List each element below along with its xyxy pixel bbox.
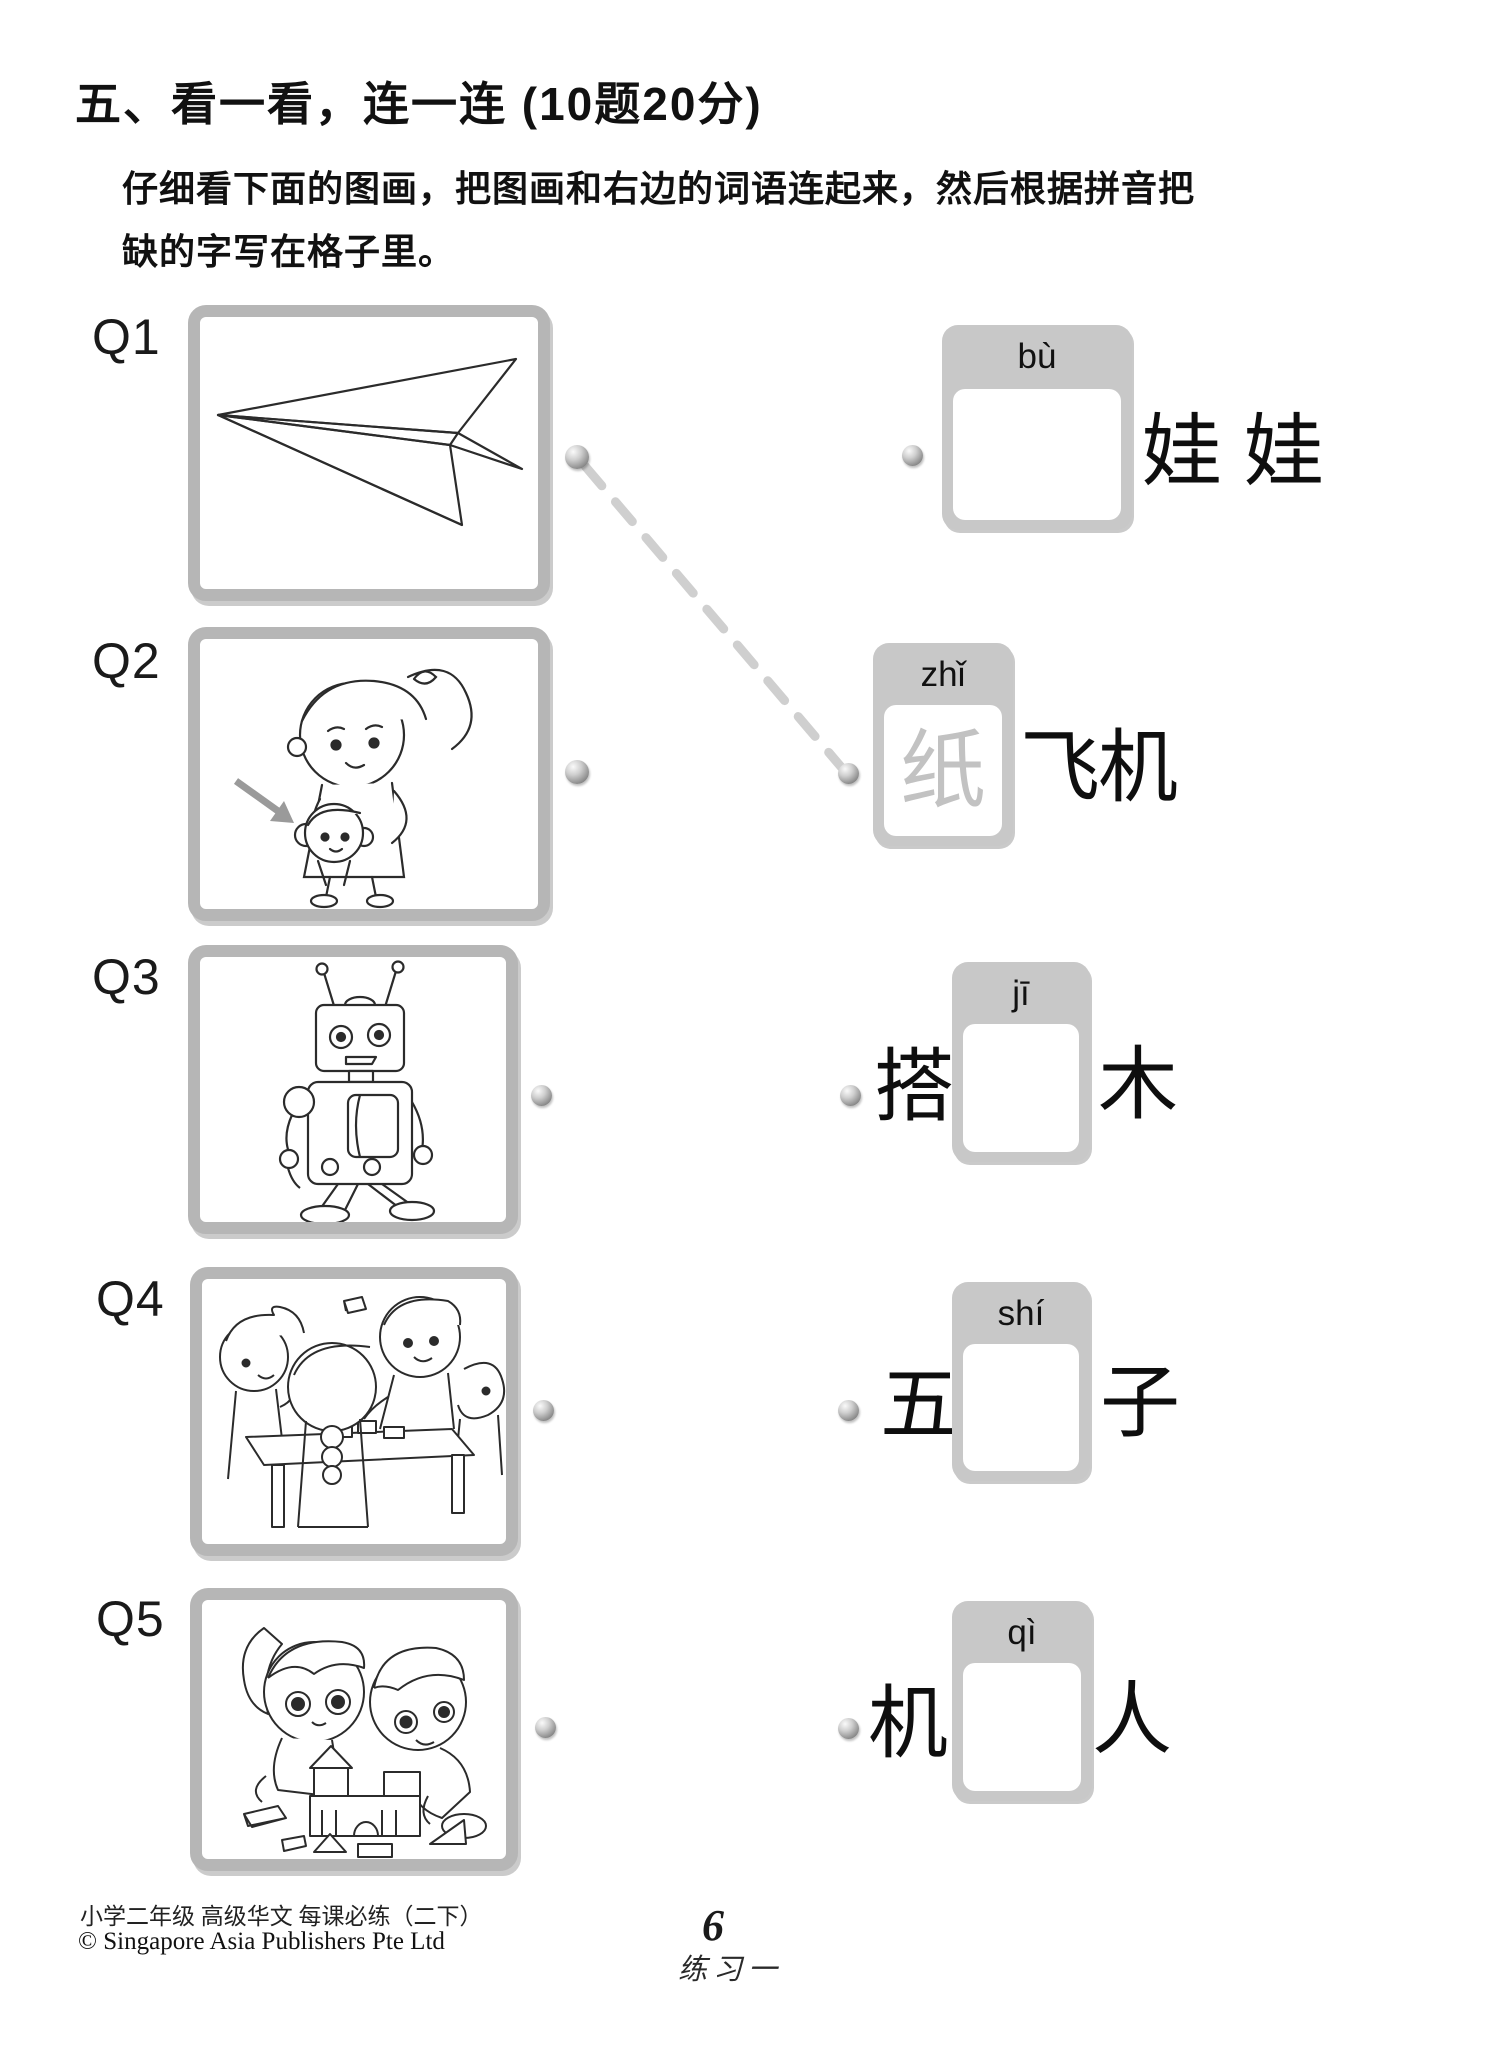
connector-dot-q3[interactable] bbox=[531, 1085, 552, 1106]
connector-dot-answer-bu[interactable] bbox=[902, 445, 923, 466]
answer-box-bu: bù bbox=[942, 325, 1132, 530]
page-number: 6 bbox=[702, 1901, 724, 1950]
answer-word-ren: 人 bbox=[1092, 1677, 1172, 1765]
answer-word-wawa: 娃娃 bbox=[1142, 409, 1346, 497]
question-image-box-q5 bbox=[190, 1588, 518, 1871]
arrow-icon bbox=[233, 778, 294, 823]
answer-word-zi: 子 bbox=[1100, 1360, 1180, 1448]
connector-dot-q5[interactable] bbox=[535, 1717, 556, 1738]
exercise-name: 练习一 bbox=[678, 1954, 784, 1986]
connector-dot-answer-shi[interactable] bbox=[838, 1400, 859, 1421]
question-image-box-q4 bbox=[190, 1267, 518, 1556]
answer-word-mu: 木 bbox=[1098, 1042, 1178, 1130]
writing-box-zhi[interactable]: 纸 bbox=[884, 705, 1002, 836]
girl-hugging-doll-drawing bbox=[233, 668, 473, 909]
pinyin-label-shi: shí bbox=[997, 1294, 1045, 1333]
answer-word-wu: 五 bbox=[880, 1362, 960, 1450]
children-at-table-drawing bbox=[219, 1296, 506, 1528]
toy-robot-drawing bbox=[278, 960, 436, 1222]
children-block-castle-drawing bbox=[242, 1627, 487, 1858]
pinyin-label-bu: bù bbox=[1017, 337, 1057, 376]
connector-dot-answer-zhi[interactable] bbox=[838, 763, 859, 784]
faint-answer-char-zhi: 纸 bbox=[900, 722, 986, 819]
pinyin-label-zhi: zhǐ bbox=[920, 655, 966, 694]
writing-box-qi[interactable] bbox=[963, 1663, 1081, 1791]
footer-copyright: © Singapore Asia Publishers Pte Ltd bbox=[78, 1928, 445, 1955]
answer-word-da: 搭 bbox=[874, 1044, 954, 1132]
connector-dot-q1[interactable] bbox=[565, 445, 589, 469]
page-title: 五、看一看，连一连 (10题20分) bbox=[75, 78, 763, 130]
writing-box-shi[interactable] bbox=[963, 1344, 1079, 1471]
pinyin-label-ji: jī bbox=[1012, 974, 1030, 1013]
instructions-line-2: 缺的字写在格子里。 bbox=[122, 231, 456, 272]
writing-box-ji[interactable] bbox=[963, 1024, 1079, 1152]
question-label-q5: Q5 bbox=[96, 1591, 165, 1647]
question-image-box-q3 bbox=[188, 945, 518, 1234]
connector-dot-q2[interactable] bbox=[565, 760, 589, 784]
answer-word-feiji: 飞机 bbox=[1020, 725, 1178, 813]
answer-box-ji: jī bbox=[952, 962, 1090, 1162]
connector-dot-answer-ji[interactable] bbox=[840, 1085, 861, 1106]
answer-box-zhi: zhǐ 纸 bbox=[873, 643, 1013, 846]
question-label-q4: Q4 bbox=[96, 1271, 165, 1327]
paper-airplane-drawing bbox=[216, 357, 524, 527]
question-image-box-q2 bbox=[188, 627, 550, 921]
question-image-box-q1 bbox=[188, 305, 550, 601]
answer-box-qi: qì bbox=[952, 1601, 1092, 1801]
instructions-line-1: 仔细看下面的图画，把图画和右边的词语连起来，然后根据拼音把 bbox=[122, 168, 1196, 209]
writing-box-bu[interactable] bbox=[953, 389, 1121, 520]
question-label-q1: Q1 bbox=[92, 309, 161, 365]
footer-series-title: 小学二年级 高级华文 每课必练（二下） bbox=[80, 1904, 483, 1929]
question-label-q3: Q3 bbox=[92, 949, 161, 1005]
connector-dot-q4[interactable] bbox=[533, 1400, 554, 1421]
answer-box-shi: shí bbox=[952, 1282, 1090, 1481]
pinyin-label-qi: qì bbox=[1007, 1613, 1037, 1652]
question-label-q2: Q2 bbox=[92, 633, 161, 689]
connector-dot-answer-qi[interactable] bbox=[838, 1718, 859, 1739]
answer-word-ji2: 机 bbox=[868, 1681, 948, 1769]
